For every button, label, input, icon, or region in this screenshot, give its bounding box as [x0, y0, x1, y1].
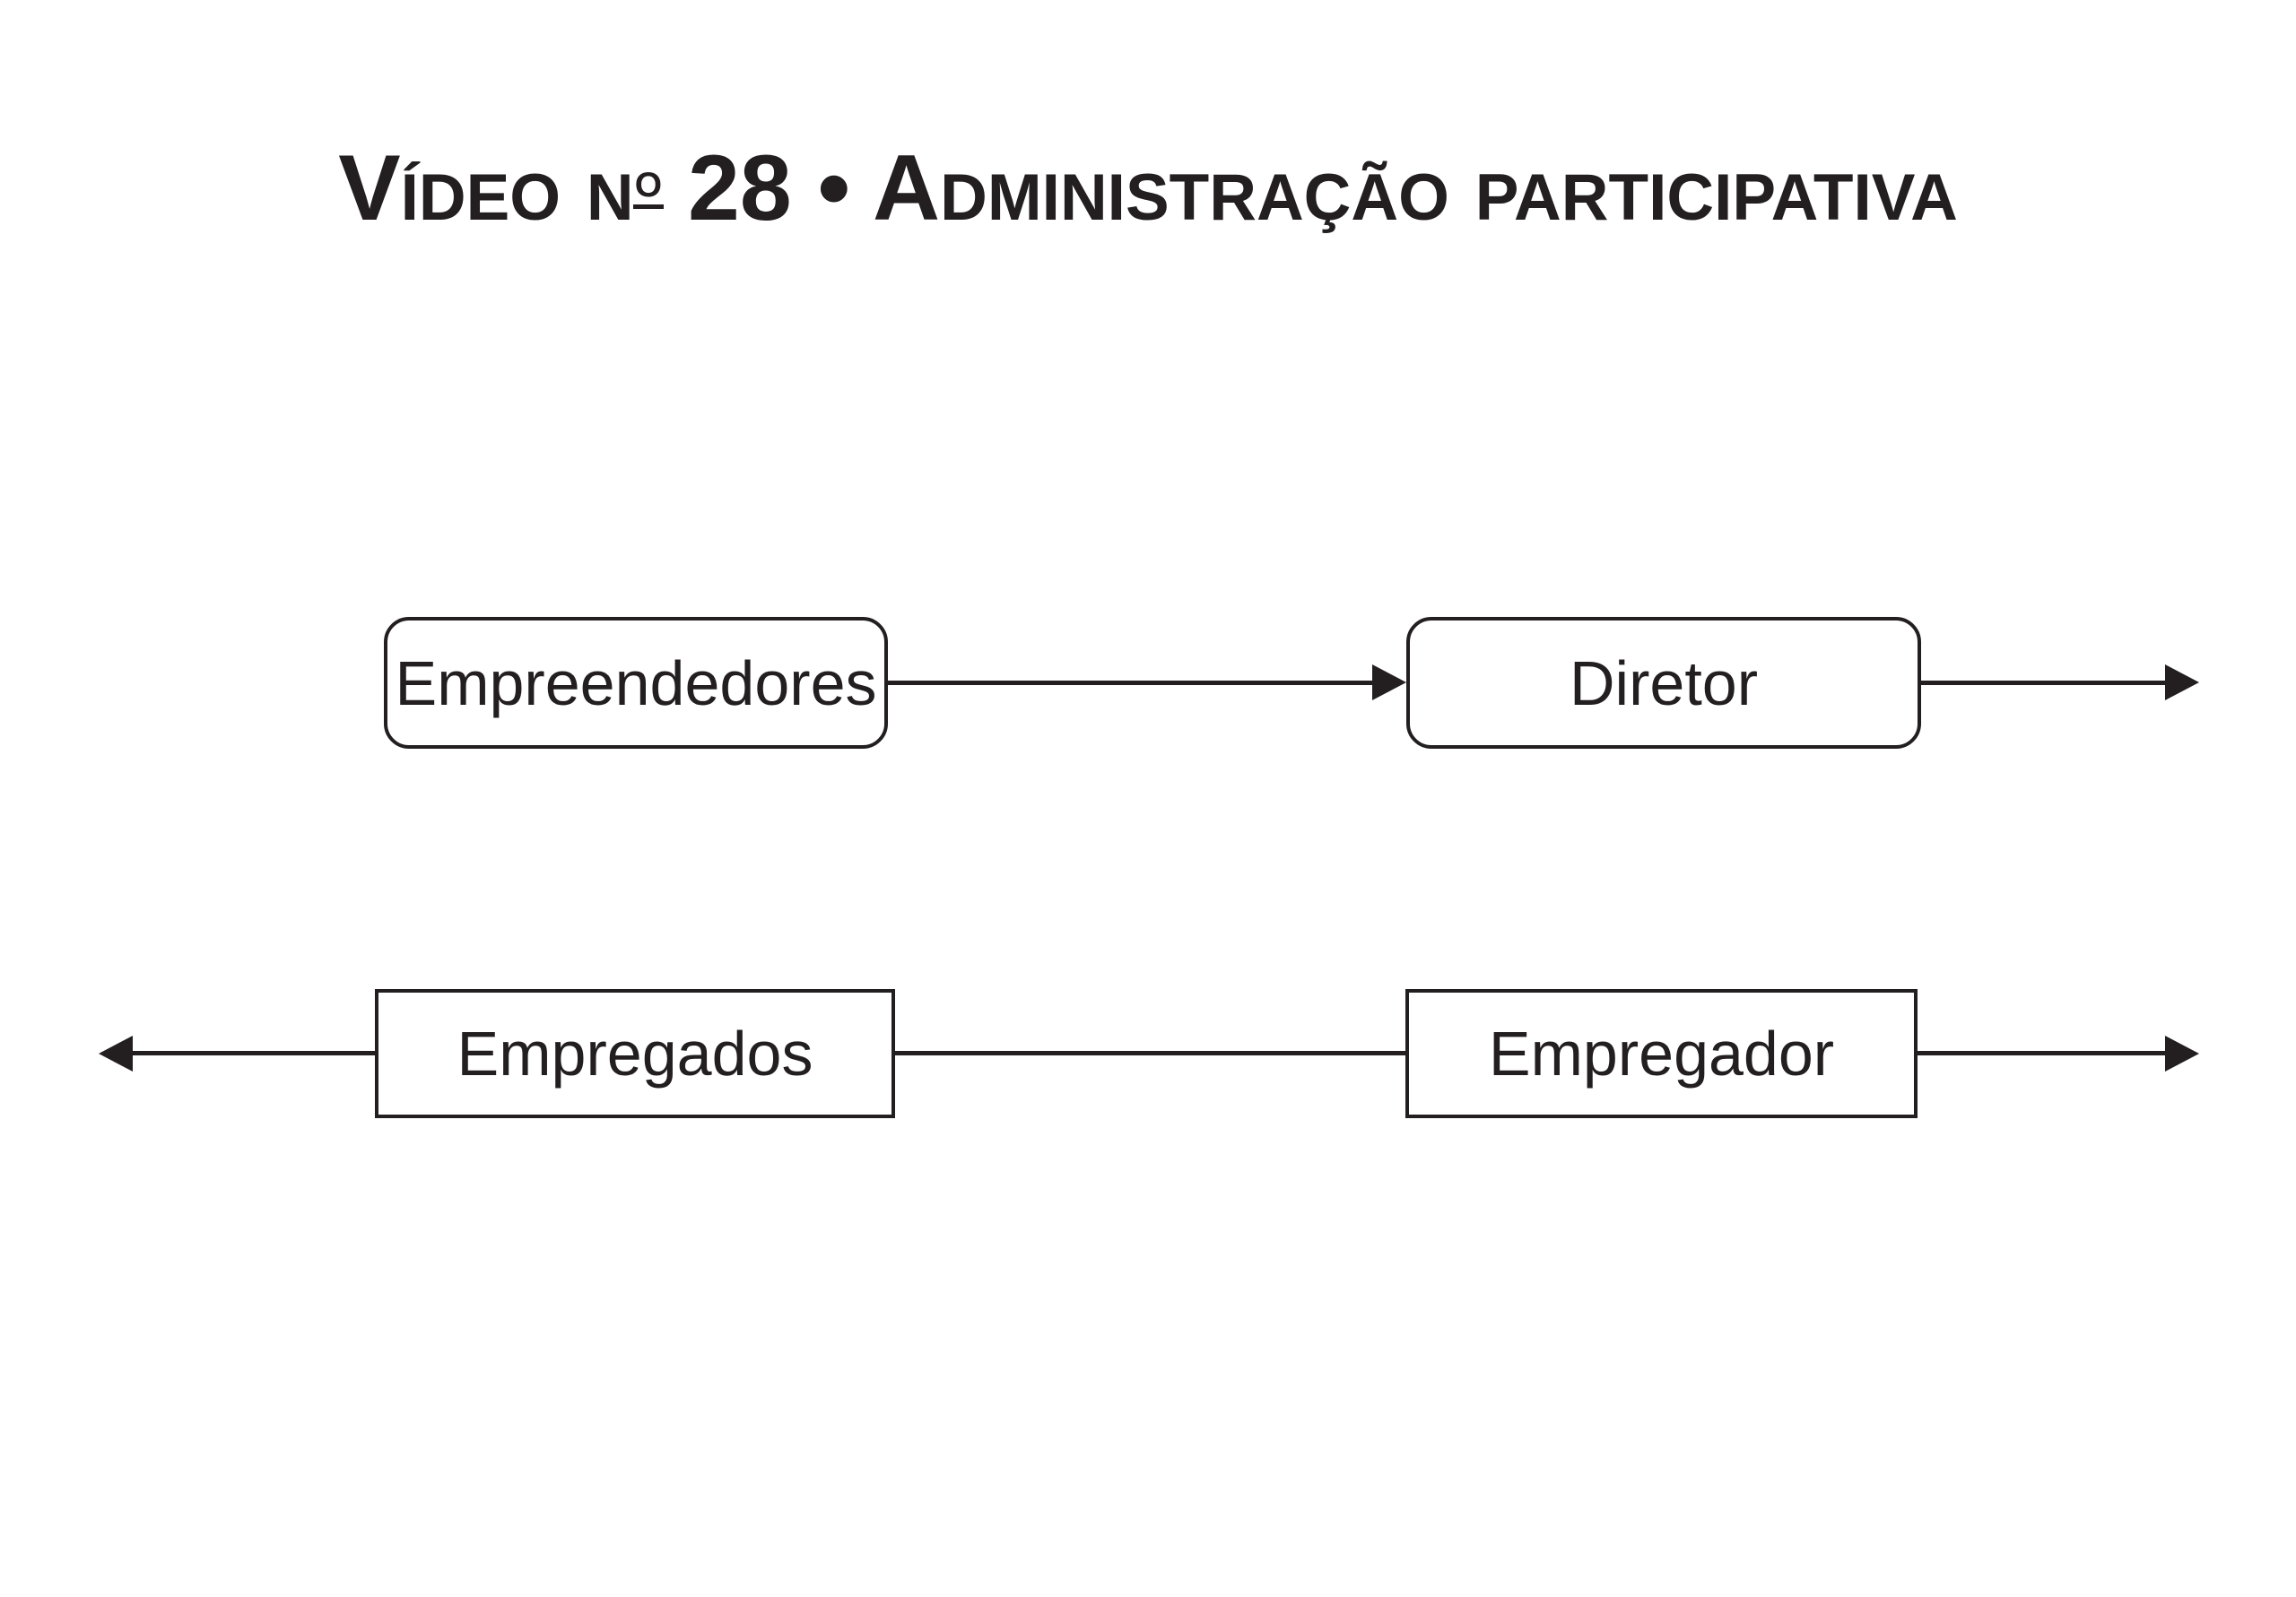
ordinal-indicator: o — [633, 151, 664, 209]
connector-empreendedores-diretor — [888, 681, 1374, 685]
arrowhead-left-icon — [99, 1036, 133, 1072]
title-post: 28 • Administração participativa — [662, 135, 1958, 240]
box-empregador-label: Empregador — [1488, 1019, 1835, 1089]
title-pre: Vídeo n — [338, 135, 634, 240]
connector-diretor-out — [1921, 681, 2167, 685]
connector-empregador-out — [1918, 1051, 2167, 1055]
ordinal-underline — [633, 204, 664, 209]
connector-empregados-out-left — [131, 1051, 375, 1055]
box-empregados-label: Empregados — [457, 1019, 813, 1089]
arrowhead-right-icon — [2165, 1036, 2199, 1072]
arrowhead-right-icon — [1372, 664, 1406, 700]
box-diretor: Diretor — [1406, 617, 1921, 749]
box-diretor-label: Diretor — [1569, 647, 1759, 718]
arrowhead-right-icon — [2165, 664, 2199, 700]
connector-empregados-empregador — [895, 1051, 1405, 1055]
box-empregados: Empregados — [375, 989, 895, 1118]
ordinal-letter: o — [634, 151, 663, 208]
box-empreendedores-label: Empreendedores — [395, 647, 877, 718]
box-empreendedores: Empreendedores — [384, 617, 888, 749]
box-empregador: Empregador — [1405, 989, 1918, 1118]
